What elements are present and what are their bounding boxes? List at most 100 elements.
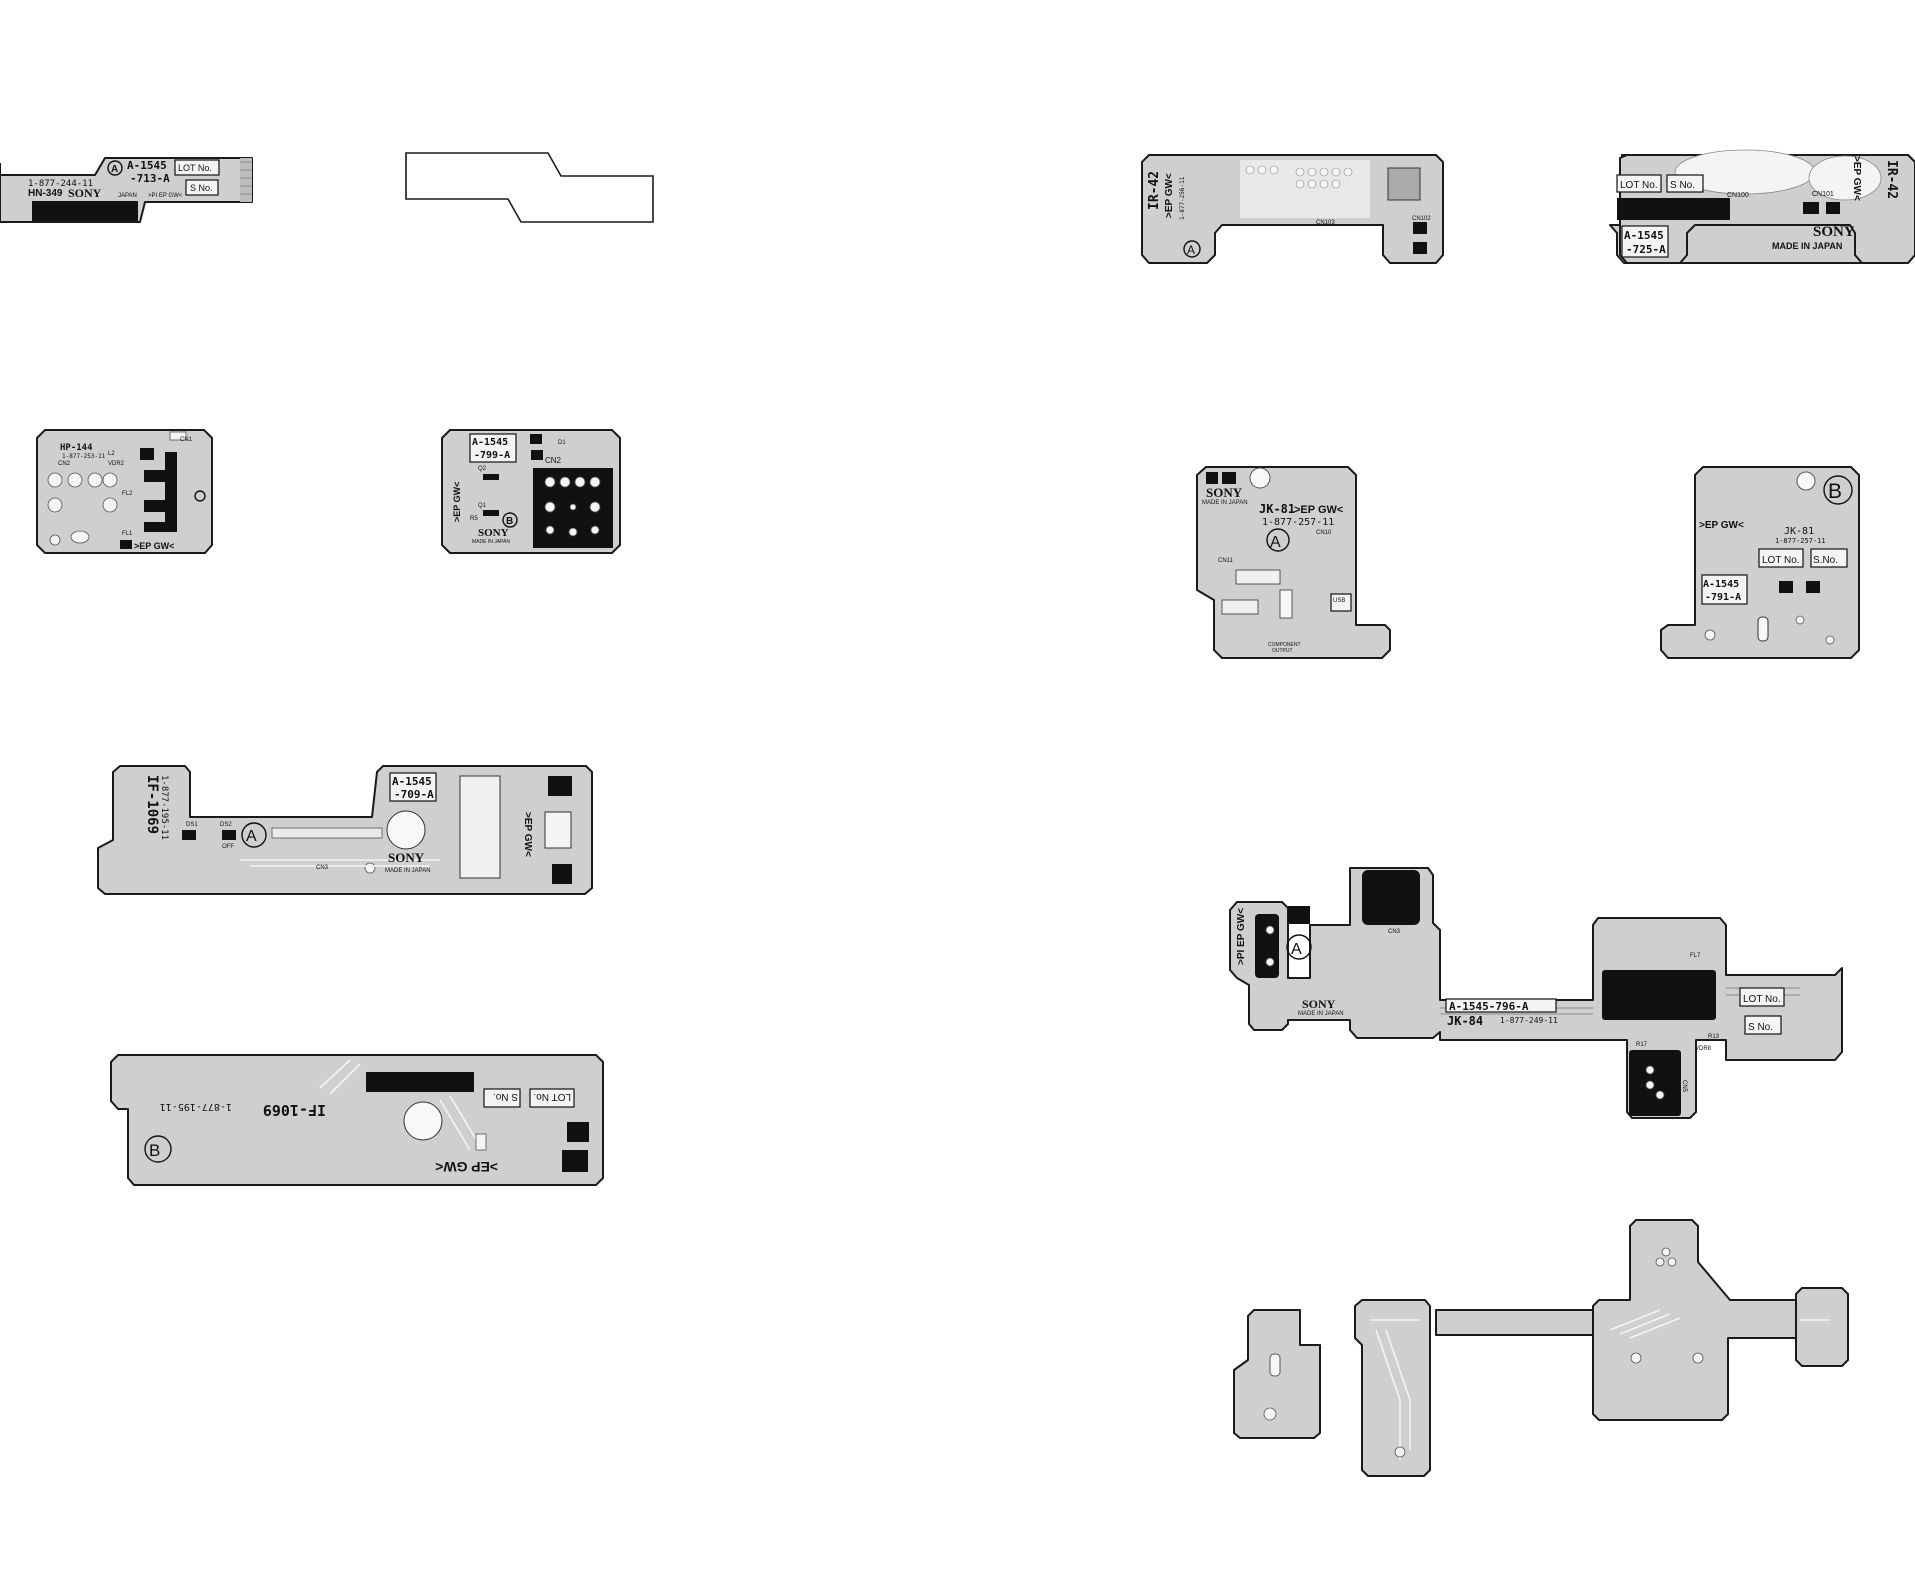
jk84-cn3: CN3 bbox=[1388, 929, 1401, 935]
hn349-part-2: -713-A bbox=[130, 172, 170, 185]
hp144-vdr2: VDR2 bbox=[108, 461, 125, 467]
board-ir42-side-a: IR-42 >EP GW< 1-877-256-11 A CN103 CN102 bbox=[1141, 154, 1444, 264]
jk84-fl7: FL7 bbox=[1690, 953, 1701, 959]
ir42-cn102: CN102 bbox=[1412, 216, 1431, 222]
jk84-sno-box: S No. bbox=[1748, 1022, 1773, 1033]
jk81-side-letter: A bbox=[1270, 534, 1281, 551]
board-jk84-side-a: >PI EP GW< A CN3 SONY MADE IN JAPAN A-15… bbox=[1229, 867, 1843, 1119]
hn349-pi-mark: >PI EP GW< bbox=[148, 193, 183, 199]
jk81b-side-letter: B bbox=[1828, 480, 1842, 503]
jk81-ep-mark: >EP GW< bbox=[1294, 504, 1343, 516]
ir42b-lot-box: LOT No. bbox=[1620, 180, 1658, 191]
if1069-sony: SONY bbox=[388, 850, 425, 865]
jk84-vdr8: VDR8 bbox=[1695, 1046, 1712, 1052]
if1069-ds1: DS1 bbox=[186, 822, 198, 828]
jk81-cn10: CN10 bbox=[1316, 530, 1332, 536]
hn349-lot-box: LOT No. bbox=[178, 163, 212, 173]
board-jk81-side-b: B >EP GW< JK-81 1-877-257-11 LOT No. S.N… bbox=[1660, 466, 1860, 659]
board-if1069-side-b: S No. LOT No. IF-1069 1-877-195-11 B >EP… bbox=[110, 1054, 604, 1186]
hn349-name: HN-349 bbox=[28, 188, 63, 199]
board-hp144-side-b: A-1545 -799-A CN2 D1 Q2 Q1 R5 >EP GW< B … bbox=[441, 429, 621, 554]
if1069-ep-mark: >EP GW< bbox=[522, 812, 533, 857]
jk84-side-letter: A bbox=[1291, 941, 1302, 958]
hn349-sno-box: S No. bbox=[190, 183, 213, 193]
if1069-cn3: CN3 bbox=[316, 865, 329, 871]
ir42-name: IR-42 bbox=[1147, 171, 1162, 210]
jk81-ref: 1-877-257-11 bbox=[1262, 517, 1334, 528]
if1069b-name: IF-1069 bbox=[263, 1101, 326, 1119]
jk84-part: A-1545-796-A bbox=[1449, 1000, 1529, 1013]
jk84-sony: SONY bbox=[1302, 997, 1336, 1011]
hp144-fl2: FL2 bbox=[122, 491, 133, 497]
jk84-name: JK-84 bbox=[1447, 1014, 1483, 1028]
jk81-name: JK-81 bbox=[1259, 502, 1295, 516]
jk81-made: MADE IN JAPAN bbox=[1202, 500, 1248, 506]
if1069-off: OFF bbox=[222, 844, 234, 850]
hn349-part-1: A-1545 bbox=[127, 159, 167, 172]
ir42b-cn100: CN100 bbox=[1727, 192, 1749, 199]
hn349-sony: SONY bbox=[68, 186, 102, 200]
ir42b-cn101: CN101 bbox=[1812, 191, 1834, 198]
if1069b-ep-mark: >EP GW< bbox=[435, 1159, 498, 1175]
jk81-comp-1: COMPONENT bbox=[1268, 642, 1301, 648]
jk81b-ep-mark: >EP GW< bbox=[1699, 520, 1744, 531]
hp144b-q2: Q2 bbox=[478, 466, 487, 472]
hp144-l2: L2 bbox=[108, 451, 115, 457]
jk81-comp-2: OUTPUT bbox=[1272, 648, 1293, 654]
hp144-ref: 1-877-253-11 bbox=[62, 453, 106, 460]
jk84-r13: R13 bbox=[1708, 1034, 1720, 1040]
ir42b-made: MADE IN JAPAN bbox=[1772, 241, 1842, 251]
if1069-made: MADE IN JAPAN bbox=[385, 868, 431, 874]
jk84-ref: 1-877-249-11 bbox=[1500, 1016, 1558, 1025]
ir42b-part-1: A-1545 bbox=[1624, 229, 1664, 242]
board-if1069-side-a: IF-1069 1-877-195-11 A A-1545 -709-A >EP… bbox=[97, 765, 593, 895]
hp144b-sony: SONY bbox=[478, 527, 509, 539]
board-hn349-side-b bbox=[405, 152, 654, 223]
jk84-made: MADE IN JAPAN bbox=[1298, 1011, 1344, 1017]
if1069-name: IF-1069 bbox=[144, 775, 160, 834]
hp144-fl1: FL1 bbox=[122, 531, 133, 537]
jk84-r17: R17 bbox=[1636, 1042, 1648, 1048]
hp144b-made: MADE IN JAPAN bbox=[472, 539, 510, 545]
ir42b-sony: SONY bbox=[1813, 224, 1855, 240]
board-jk81-side-a: SONY MADE IN JAPAN JK-81 >EP GW< 1-877-2… bbox=[1196, 466, 1391, 659]
jk84-cn5: CN5 bbox=[1681, 1080, 1687, 1093]
hp144b-part-1: A-1545 bbox=[472, 437, 508, 448]
hp144b-r5: R5 bbox=[470, 516, 478, 522]
if1069b-lot-box: LOT No. bbox=[533, 1091, 571, 1102]
hp144b-d1: D1 bbox=[558, 440, 566, 446]
jk81b-name: JK-81 bbox=[1784, 526, 1814, 537]
if1069-part-1: A-1545 bbox=[392, 775, 432, 788]
board-hn349-side-a: 1-877-244-11 HN-349 SONY JAPAN A A-1545 … bbox=[0, 157, 253, 223]
if1069-part-2: -709-A bbox=[394, 788, 434, 801]
hp144-cn2: CN2 bbox=[58, 461, 71, 467]
ir42b-part-2: -725-A bbox=[1626, 243, 1666, 256]
jk81b-part-2: -791-A bbox=[1705, 592, 1741, 603]
board-jk84-side-b bbox=[1233, 1219, 1849, 1477]
jk81b-lot-box: LOT No. bbox=[1762, 555, 1800, 566]
jk84-pi-mark: >PI EP GW< bbox=[1236, 908, 1247, 965]
jk81-usb: USB bbox=[1333, 598, 1345, 604]
hn349-side-marker bbox=[107, 160, 123, 176]
jk81b-sno-box: S.No. bbox=[1813, 555, 1838, 566]
hp144b-q1: Q1 bbox=[478, 503, 487, 509]
jk81b-ref: 1-877-257-11 bbox=[1775, 537, 1826, 545]
hn349-japan: JAPAN bbox=[118, 193, 137, 199]
jk81-cn11: CN11 bbox=[1218, 558, 1234, 564]
if1069-ref: 1-877-195-11 bbox=[159, 775, 169, 840]
hp144b-side-letter: B bbox=[506, 516, 513, 527]
jk81b-part-1: A-1545 bbox=[1703, 579, 1739, 590]
ir42-ep-mark: >EP GW< bbox=[1164, 173, 1175, 218]
jk84-lot-box: LOT No. bbox=[1743, 994, 1781, 1005]
if1069b-ref: 1-877-195-11 bbox=[160, 1101, 232, 1112]
ir42-side-letter: A bbox=[1187, 243, 1195, 257]
hp144b-ep-mark: >EP GW< bbox=[452, 482, 462, 522]
hp144-name: HP-144 bbox=[60, 443, 93, 453]
board-ir42-side-b: LOT No. S No. A-1545 -725-A CN100 CN101 … bbox=[1609, 149, 1915, 264]
hp144-ep-mark: >EP GW< bbox=[134, 541, 174, 551]
hp144-cn1: CN1 bbox=[180, 437, 193, 443]
ir42-ref: 1-877-256-11 bbox=[1179, 176, 1186, 220]
hp144b-part-2: -799-A bbox=[474, 450, 510, 461]
ir42b-sno-box: S No. bbox=[1670, 180, 1695, 191]
